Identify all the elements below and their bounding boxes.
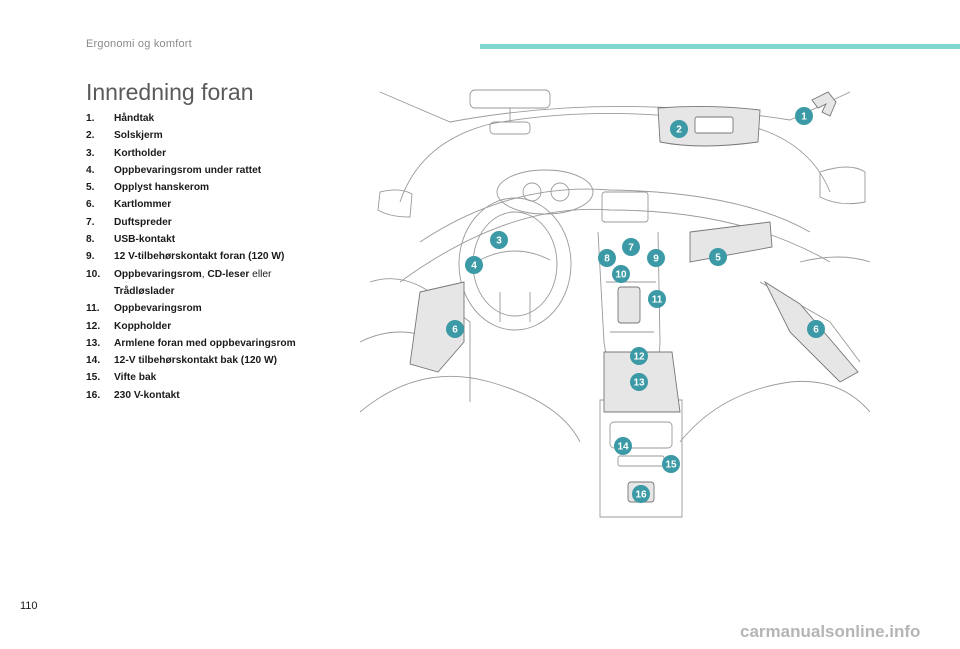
callout-marker: 2 (670, 120, 688, 138)
callout-marker: 1 (795, 107, 813, 125)
header-accent-bar (480, 44, 960, 49)
watermark: carmanualsonline.info (740, 622, 921, 641)
vanity-mirror (694, 116, 734, 134)
list-item: 15.Vifte bak (86, 372, 157, 384)
svg-text:13: 13 (633, 378, 645, 389)
callout-marker: 14 (614, 437, 632, 455)
svg-text:6: 6 (813, 325, 819, 336)
callout-marker: 6 (807, 320, 825, 338)
callout-markers: 1 2 3 4 5 6 6 7 8 9 10 11 12 13 14 15 16 (446, 107, 825, 503)
callout-marker: 9 (647, 249, 665, 267)
page-number: 110 (20, 600, 38, 612)
list-item: 5.Opplyst hanskerom (86, 182, 210, 194)
left-door-pocket-highlight (409, 281, 465, 373)
list-item: 16.230 V-kontakt (86, 389, 180, 401)
callout-marker: 8 (598, 249, 616, 267)
car-interior-illustration: 1 2 3 4 5 6 6 7 8 9 10 11 12 13 14 15 16 (360, 89, 870, 518)
callout-marker: 4 (465, 256, 483, 274)
svg-text:14: 14 (617, 442, 629, 453)
list-item: 2.Solskjerm (86, 130, 163, 142)
svg-text:7: 7 (628, 243, 634, 254)
grab-handle-highlight (811, 91, 837, 117)
svg-text:5: 5 (715, 253, 721, 264)
svg-text:9: 9 (653, 254, 659, 265)
svg-text:3: 3 (496, 236, 502, 247)
svg-text:8: 8 (604, 254, 610, 265)
svg-text:2: 2 (676, 125, 682, 136)
callout-marker: 15 (662, 455, 680, 473)
svg-text:1: 1 (801, 112, 807, 123)
svg-text:11: 11 (652, 295, 663, 306)
svg-text:4: 4 (471, 261, 477, 272)
callout-marker: 6 (446, 320, 464, 338)
list-item: 9.12 V-tilbehørskontakt foran (120 W) (86, 251, 285, 263)
svg-text:6: 6 (452, 325, 458, 336)
list-item: 8.USB-kontakt (86, 234, 176, 246)
page-title: Innredning foran (86, 79, 254, 106)
svg-text:16: 16 (635, 490, 647, 501)
list-item: 3.Kortholder (86, 147, 167, 159)
list-item: 7.Duftspreder (86, 216, 172, 228)
svg-text:12: 12 (633, 352, 645, 363)
callout-marker: 16 (632, 485, 650, 503)
console-storage-highlight (617, 286, 641, 324)
list-item: 6.Kartlommer (86, 199, 172, 211)
list-item: 13.Armlene foran med oppbevaringsrom (86, 337, 296, 349)
list-item: 12.Koppholder (86, 320, 172, 332)
svg-text:10: 10 (615, 270, 627, 281)
component-list: 1.Håndtak 2.Solskjerm 3.Kortholder 4.Opp… (86, 110, 356, 404)
list-item: 1.Håndtak (86, 113, 155, 124)
list-item: 11.Oppbevaringsrom (86, 303, 202, 315)
list-item: 4.Oppbevaringsrom under rattet (86, 164, 262, 176)
callout-marker: 12 (630, 347, 648, 365)
list-item: 14.12-V tilbehørskontakt bak (120 W) (86, 355, 278, 367)
callout-marker: 3 (490, 231, 508, 249)
callout-marker: 11 (648, 290, 666, 308)
callout-marker: 7 (622, 238, 640, 256)
glovebox-highlight (689, 221, 773, 263)
callout-marker: 5 (709, 248, 727, 266)
highlighted-parts (409, 91, 859, 503)
callout-marker: 13 (630, 373, 648, 391)
svg-text:15: 15 (665, 460, 677, 471)
section-header: Ergonomi og komfort (86, 38, 192, 50)
callout-marker: 10 (612, 265, 630, 283)
